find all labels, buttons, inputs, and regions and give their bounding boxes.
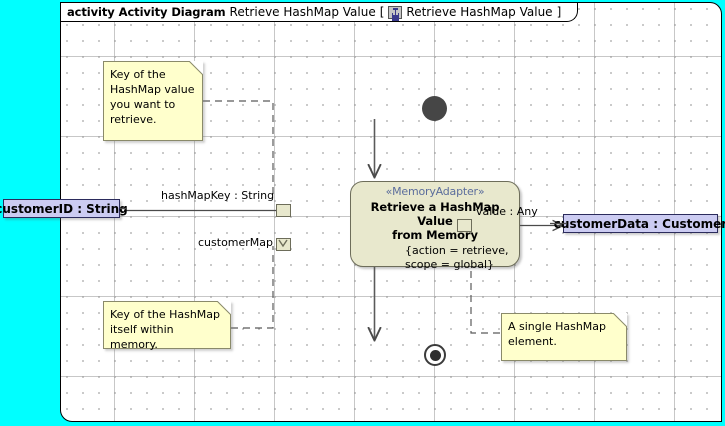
frame-type-label: Activity Diagram bbox=[118, 5, 226, 19]
frame-keyword: activity bbox=[67, 5, 115, 19]
input-pin-customermap-label: customerMap bbox=[198, 236, 274, 249]
note-single-element[interactable]: A single HashMap element. bbox=[501, 313, 627, 361]
object-node-customerid[interactable]: customerID : String bbox=[0, 199, 128, 218]
note-line: Key of the HashMap bbox=[110, 308, 221, 321]
activity-diagram-frame: «MemoryAdapter» Retrieve a HashMap Value… bbox=[60, 2, 722, 422]
anchor-note-hashmap-itself bbox=[231, 246, 274, 329]
note-line: HashMap value bbox=[110, 83, 195, 96]
frame-bracket-close: ] bbox=[556, 5, 562, 19]
action-node-retrieve-hashmap-value[interactable]: «MemoryAdapter» Retrieve a HashMap Value… bbox=[350, 181, 520, 271]
action-property-line2: scope = global} bbox=[405, 258, 495, 271]
note-line: element. bbox=[508, 335, 557, 348]
action-stereotype: «MemoryAdapter» bbox=[385, 185, 485, 198]
object-node-customerdata[interactable]: customerData : Customer bbox=[554, 214, 725, 233]
note-line: you want to bbox=[110, 98, 176, 111]
activity-final-node[interactable] bbox=[424, 344, 446, 366]
object-node-customerid-label: customerID : String bbox=[0, 201, 128, 216]
note-fold-icon bbox=[613, 313, 627, 327]
note-hashmap-key-value[interactable]: Key of the HashMap value you want to ret… bbox=[103, 61, 203, 141]
action-properties: {action = retrieve, scope = global} bbox=[351, 244, 519, 272]
action-property-line1: {action = retrieve, bbox=[405, 244, 509, 257]
object-node-customerdata-label: customerData : Customer bbox=[553, 216, 725, 231]
frame-name: Retrieve HashMap Value bbox=[229, 5, 376, 19]
input-pin-customermap[interactable] bbox=[276, 238, 291, 251]
note-line: retrieve. bbox=[110, 113, 157, 126]
note-hashmap-itself[interactable]: Key of the HashMap itself within memory. bbox=[103, 301, 231, 351]
activity-diagram-icon bbox=[388, 5, 403, 19]
note-fold-icon bbox=[189, 61, 203, 75]
chevron-down-icon bbox=[278, 239, 288, 248]
note-line: A single HashMap bbox=[508, 320, 607, 333]
note-line: itself within memory. bbox=[110, 323, 174, 351]
input-pin-hashmapkey[interactable] bbox=[276, 204, 291, 217]
note-fold-icon bbox=[217, 301, 231, 315]
note-line: Key of the bbox=[110, 68, 166, 81]
initial-node[interactable] bbox=[422, 96, 447, 121]
input-pin-hashmapkey-label: hashMapKey : String bbox=[161, 189, 275, 202]
output-pin-value-label: value : Any bbox=[476, 205, 538, 218]
anchor-note-key-value bbox=[203, 100, 274, 198]
frame-bracket-open: [ bbox=[379, 5, 385, 19]
frame-header: activity Activity Diagram Retrieve HashM… bbox=[61, 3, 579, 22]
frame-inner-name: Retrieve HashMap Value bbox=[406, 5, 553, 19]
output-pin-value[interactable] bbox=[457, 219, 472, 232]
